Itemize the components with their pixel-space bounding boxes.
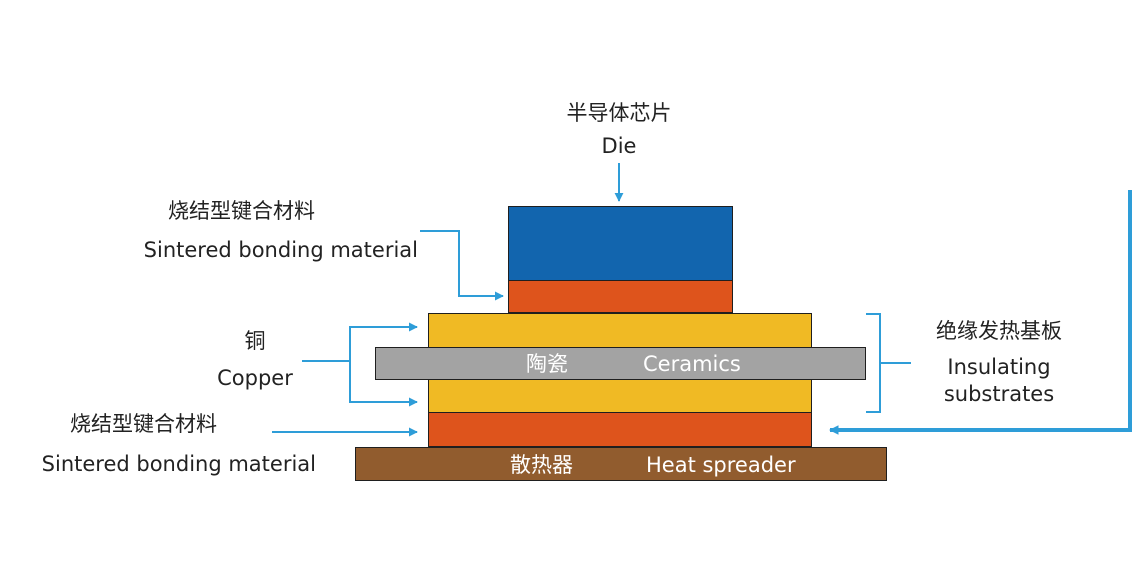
bond-top-arrow [420, 230, 504, 301]
insulating-label-en-1: Insulating [947, 355, 1051, 379]
bond-bottom-label-zh: 烧结型键合材料 [70, 412, 217, 436]
die-label-zh: 半导体芯片 [566, 101, 672, 125]
die-layer [508, 206, 733, 281]
bond-top-label-en: Sintered bonding material [143, 238, 418, 262]
copper-top-layer [428, 313, 812, 348]
heat-flow-arrow [829, 190, 1132, 435]
ceramics-label-en: Ceramics [643, 352, 741, 376]
copper-label-zh: 铜 [244, 329, 266, 353]
bonding-bottom-layer [428, 412, 812, 447]
heat-spreader-label-zh: 散热器 [510, 453, 573, 477]
copper-arrow-top [349, 322, 418, 361]
heat-spreader-layer [355, 447, 887, 481]
die-label-en: Die [601, 134, 637, 158]
copper-arrow-bottom [349, 361, 418, 407]
insulating-bracket [866, 313, 881, 413]
insulating-label-zh: 绝缘发热基板 [936, 319, 1062, 343]
bond-top-label-zh: 烧结型键合材料 [168, 199, 315, 223]
copper-bottom-layer [428, 378, 812, 413]
insulating-label-en-2: substrates [943, 382, 1055, 406]
ceramics-label-zh: 陶瓷 [526, 352, 568, 376]
bonding-top-layer [508, 280, 733, 313]
bond-bottom-label-en: Sintered bonding material [41, 452, 316, 476]
copper-label-en: Copper [217, 366, 293, 390]
heat-spreader-label-en: Heat spreader [646, 453, 796, 477]
ceramics-layer [375, 347, 866, 380]
